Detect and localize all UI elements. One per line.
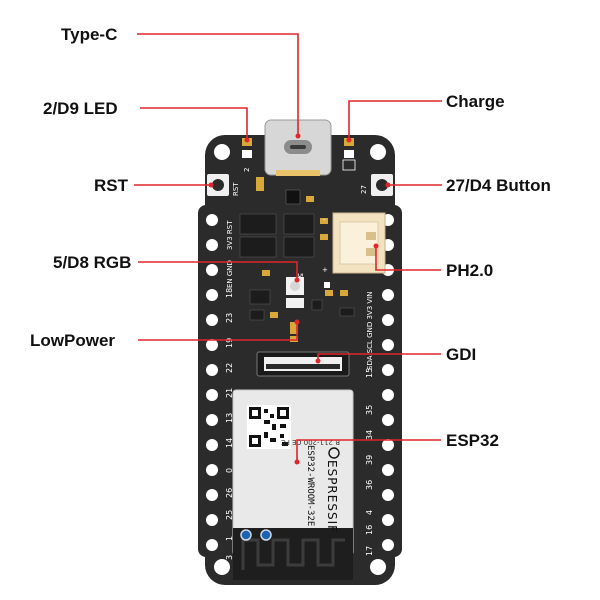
pin-label: 15	[365, 368, 374, 378]
right-pin-labels: 15 35 34 39 36 4 16 17 SDA SCL GND 3V3 V…	[365, 292, 374, 556]
leader-lowpower	[138, 322, 298, 341]
label-lowpower: LowPower	[30, 331, 115, 350]
callout-labels: Type-C 2/D9 LED Charge RST 27/D4 Button …	[30, 25, 551, 450]
label-esp32: ESP32	[446, 431, 499, 450]
label-charge: Charge	[446, 92, 505, 111]
pin-label: 13	[225, 413, 234, 423]
label-ph20: PH2.0	[446, 261, 493, 280]
pin-label: 4	[365, 510, 374, 515]
leader-esp32	[296, 439, 441, 462]
smd-components	[239, 177, 355, 321]
module-brand: ESPRESSIF	[325, 460, 339, 533]
rgb-led-d8: 5	[286, 273, 304, 308]
pin-label: 0	[225, 468, 234, 473]
pin-label: 19	[225, 338, 234, 348]
leader-lines	[134, 33, 442, 465]
leader-type-c	[137, 33, 299, 136]
label-rst: RST	[94, 176, 129, 195]
pin-label: 23	[225, 313, 234, 323]
leader-ph20	[375, 246, 441, 271]
pin-label: 16	[365, 525, 374, 535]
lowpower-jumper	[290, 322, 298, 342]
pin-label: 35	[365, 405, 374, 415]
silk-plus: +	[322, 266, 328, 274]
espressif-logo-icon	[328, 447, 340, 459]
pin-label: 21	[225, 388, 234, 398]
label-type-c: Type-C	[61, 25, 117, 44]
label-rgb: 5/D8 RGB	[53, 253, 131, 272]
silk-left-mid: EN GND	[226, 260, 234, 288]
silk-right-top: SDA SCL GND 3V3 VIN	[366, 292, 374, 370]
leader-charge	[348, 100, 442, 140]
gdi-connector	[256, 351, 350, 377]
pin-label: 1	[225, 536, 234, 541]
label-gdi: GDI	[446, 345, 476, 364]
silk-rgb-num: 5	[296, 273, 304, 277]
rst-button: RST	[207, 174, 240, 196]
module-model: ESP32-WROOM-32E	[305, 445, 315, 526]
pin-label: 14	[225, 438, 234, 448]
left-pin-labels: 18 23 19 22 21 13 14 0 26 25 1 3 3V3 RST…	[225, 220, 234, 560]
esp32-module: R 211-200 CE FC ESP32-WROOM-32E ESPRESSI…	[232, 389, 354, 580]
pin-label: 39	[365, 455, 374, 465]
label-button: 27/D4 Button	[446, 176, 551, 195]
left-pin-pads	[206, 214, 218, 551]
pin-label: 22	[225, 363, 234, 373]
pin-label: 34	[365, 430, 374, 440]
silk-led-pin: 2	[243, 168, 251, 172]
usb-type-c-port	[264, 119, 332, 176]
label-led: 2/D9 LED	[43, 99, 118, 118]
pin-label: 18	[225, 288, 234, 298]
pin-label: 25	[225, 510, 234, 520]
silk-rst: RST	[232, 182, 240, 196]
module-cert: R 211-200 CE FC	[281, 438, 340, 446]
qr-code-icon	[247, 405, 291, 449]
silk-left-top: 3V3 RST	[226, 220, 234, 250]
silk-minus: -	[323, 216, 326, 224]
leader-led	[140, 107, 248, 140]
leader-rgb	[138, 261, 298, 280]
pin-label: 17	[365, 546, 374, 556]
pin-label: 3	[225, 555, 234, 560]
user-button-d4: 27	[360, 174, 393, 196]
silk-btn-pin: 27	[360, 185, 368, 194]
pin-label: 36	[365, 480, 374, 490]
pin-label: 26	[225, 488, 234, 498]
